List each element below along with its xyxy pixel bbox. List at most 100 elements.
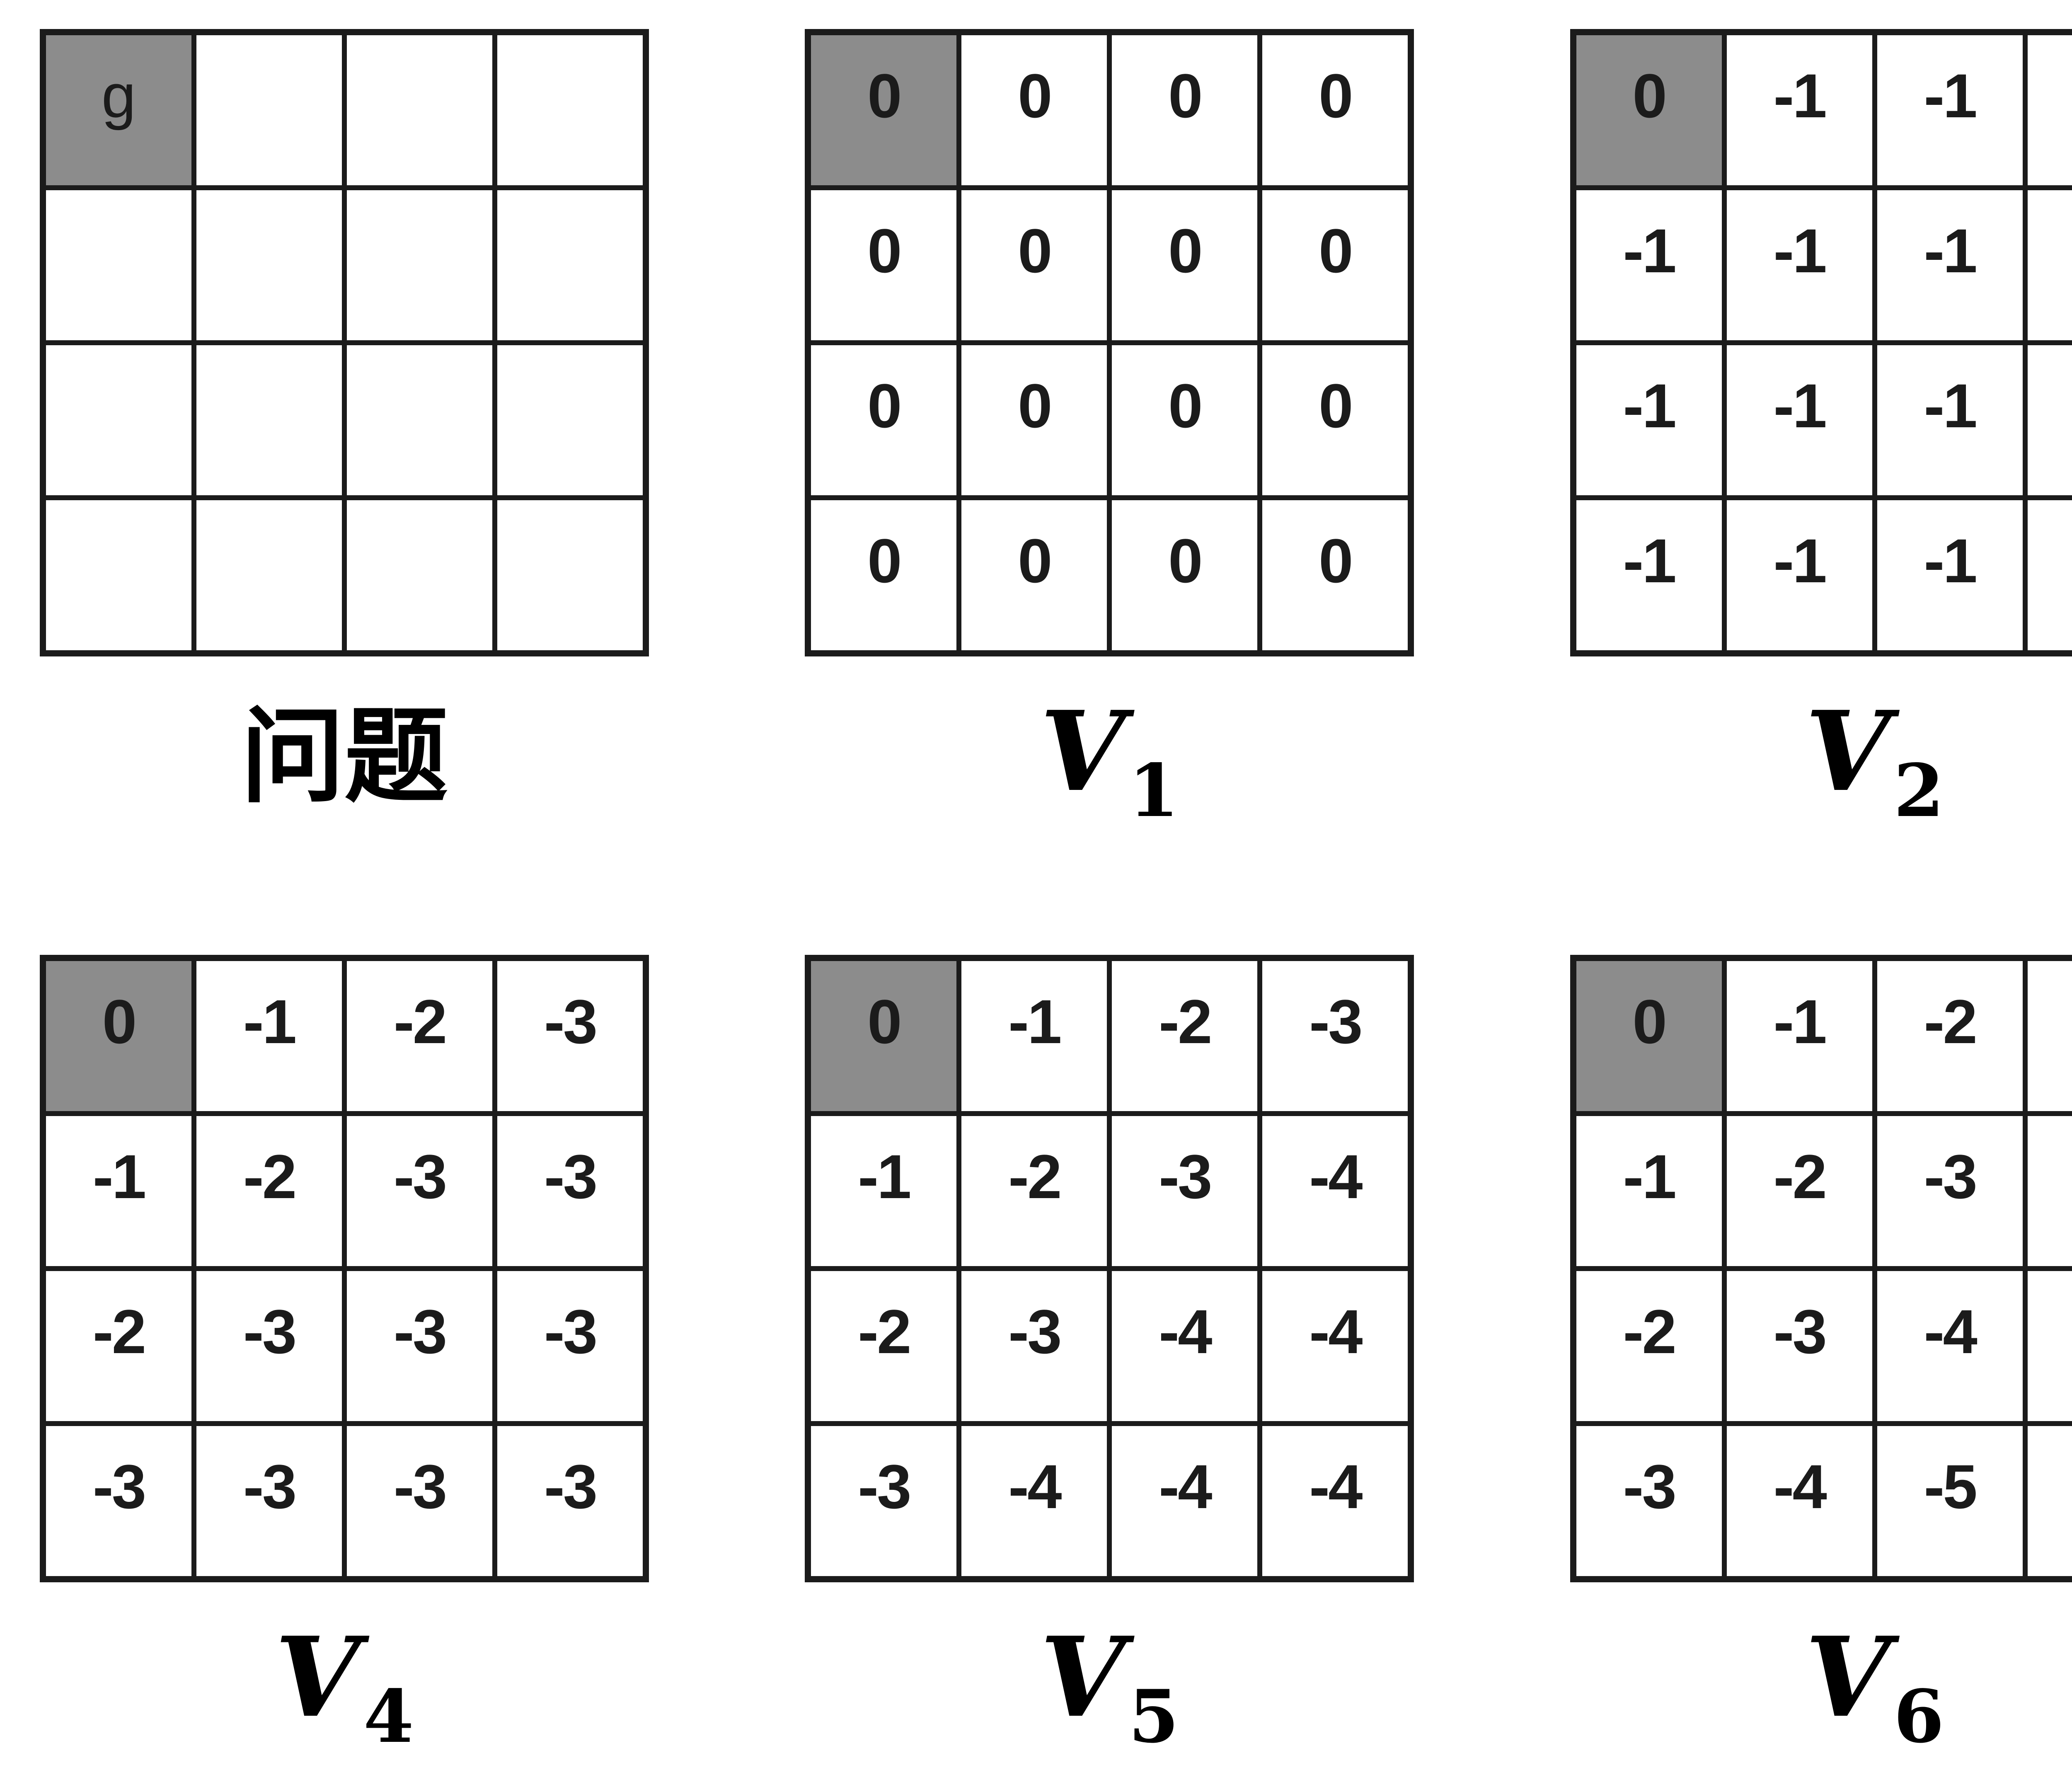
- grid-cell-v5-r3c2: -4: [1109, 1424, 1260, 1579]
- grid-cell-problem-r1c2: [344, 188, 495, 343]
- grid-cell-problem-r3c2: [344, 498, 495, 653]
- grid-cell-problem-r1c0: [44, 188, 194, 343]
- grid-unit-problem: g 问题: [40, 29, 649, 831]
- grid-cell-v2-r0c1: -1: [1724, 33, 1875, 188]
- grid-cell-v4-r2c1: -3: [194, 1269, 344, 1424]
- grid-cell-v5-r0c1: -1: [959, 959, 1110, 1114]
- grid-cell-v5-r1c3: -4: [1260, 1114, 1411, 1269]
- grid-cell-v2-r2c3: -1: [2025, 343, 2072, 498]
- grid-cell-v6-r1c3: -4: [2025, 1114, 2072, 1269]
- grid-cell-v4-r1c1: -2: [194, 1114, 344, 1269]
- grid-cell-v6-r2c2: -4: [1874, 1269, 2025, 1424]
- grid-cell-v5-r1c0: -1: [808, 1114, 959, 1269]
- grid-cell-v1-r1c1: 0: [959, 188, 1110, 343]
- grid-cell-v5-r2c1: -3: [959, 1269, 1110, 1424]
- grid-cell-v6-r2c3: -5: [2025, 1269, 2072, 1424]
- grid-cell-v1-r1c2: 0: [1109, 188, 1260, 343]
- grid-cell-problem-r1c1: [194, 188, 344, 343]
- grid-cell-v5-r1c1: -2: [959, 1114, 1110, 1269]
- grid-cell-v4-r1c0: -1: [44, 1114, 194, 1269]
- label-symbol-v5: V: [1040, 1613, 1126, 1742]
- grid-cell-problem-r2c2: [344, 343, 495, 498]
- label-subscript-v6: 6: [1893, 1674, 1944, 1759]
- label-symbol-v2: V: [1805, 687, 1890, 816]
- grid-cell-v1-r2c1: 0: [959, 343, 1110, 498]
- grid-cell-problem-r2c0: [44, 343, 194, 498]
- grid-unit-v6: 0-1-2-3-1-2-3-4-2-3-4-5-3-4-5-5 V6: [1570, 955, 2072, 1760]
- label-symbol-v4: V: [275, 1613, 360, 1742]
- grid-cell-v2-r1c1: -1: [1724, 188, 1875, 343]
- grid-cell-v1-r2c3: 0: [1260, 343, 1411, 498]
- grid-cell-problem-r1c3: [495, 188, 645, 343]
- grid-cell-v4-r1c2: -3: [344, 1114, 495, 1269]
- grid-cell-v4-r0c0: 0: [44, 959, 194, 1114]
- grid-cell-problem-r3c0: [44, 498, 194, 653]
- grid-cell-v1-r0c3: 0: [1260, 33, 1411, 188]
- grid-cell-v1-r1c3: 0: [1260, 188, 1411, 343]
- label-subscript-v4: 4: [363, 1674, 414, 1759]
- grid-v4: 0-1-2-3-1-2-3-3-2-3-3-3-3-3-3-3: [40, 955, 649, 1582]
- label-subscript-v5: 5: [1128, 1674, 1179, 1759]
- label-text-problem: 问题: [241, 695, 448, 817]
- grid-cell-v6-r2c0: -2: [1573, 1269, 1724, 1424]
- grid-cell-v5-r2c0: -2: [808, 1269, 959, 1424]
- grid-cell-v6-r3c0: -3: [1573, 1424, 1724, 1579]
- grid-cell-v5-r0c2: -2: [1109, 959, 1260, 1114]
- grid-cell-v2-r3c0: -1: [1573, 498, 1724, 653]
- grid-problem: g: [40, 29, 649, 656]
- grid-cell-v1-r3c2: 0: [1109, 498, 1260, 653]
- grid-cell-v4-r0c2: -2: [344, 959, 495, 1114]
- grid-cell-v6-r2c1: -3: [1724, 1269, 1875, 1424]
- label-symbol-v1: V: [1040, 687, 1126, 816]
- grid-cell-problem-r3c3: [495, 498, 645, 653]
- grid-cell-v5-r0c0: 0: [808, 959, 959, 1114]
- grid-cell-v2-r0c3: -1: [2025, 33, 2072, 188]
- grid-cell-v1-r3c3: 0: [1260, 498, 1411, 653]
- grid-cell-v4-r3c3: -3: [495, 1424, 645, 1579]
- grid-cell-v5-r1c2: -3: [1109, 1114, 1260, 1269]
- grid-cell-v5-r3c3: -4: [1260, 1424, 1411, 1579]
- grid-cell-v4-r1c3: -3: [495, 1114, 645, 1269]
- grid-cell-v4-r2c2: -3: [344, 1269, 495, 1424]
- grid-cell-v4-r0c1: -1: [194, 959, 344, 1114]
- grid-cell-v4-r2c0: -2: [44, 1269, 194, 1424]
- grid-cell-v6-r3c3: -5: [2025, 1424, 2072, 1579]
- grid-cell-problem-r0c0: g: [44, 33, 194, 188]
- grid-cell-problem-r3c1: [194, 498, 344, 653]
- grid-cell-v5-r0c3: -3: [1260, 959, 1411, 1114]
- grid-cell-v2-r1c0: -1: [1573, 188, 1724, 343]
- grid-cell-problem-r0c3: [495, 33, 645, 188]
- grid-cell-v1-r0c0: 0: [808, 33, 959, 188]
- grid-cell-v4-r3c2: -3: [344, 1424, 495, 1579]
- grid-cell-problem-r0c2: [344, 33, 495, 188]
- grid-cell-v1-r3c0: 0: [808, 498, 959, 653]
- grid-cell-problem-r2c1: [194, 343, 344, 498]
- grid-cell-v2-r1c3: -1: [2025, 188, 2072, 343]
- grid-cell-problem-r2c3: [495, 343, 645, 498]
- label-symbol-v6: V: [1805, 1613, 1890, 1742]
- grid-v6: 0-1-2-3-1-2-3-4-2-3-4-5-3-4-5-5: [1570, 955, 2072, 1582]
- grid-cell-v1-r0c1: 0: [959, 33, 1110, 188]
- grid-cell-v4-r0c3: -3: [495, 959, 645, 1114]
- grid-cell-v2-r2c1: -1: [1724, 343, 1875, 498]
- grid-cell-v2-r3c3: -1: [2025, 498, 2072, 653]
- grid-cell-v2-r2c0: -1: [1573, 343, 1724, 498]
- grid-cell-v6-r0c3: -3: [2025, 959, 2072, 1114]
- grid-cell-v1-r2c2: 0: [1109, 343, 1260, 498]
- grid-label-problem: 问题: [241, 694, 448, 831]
- grid-cell-v4-r3c1: -3: [194, 1424, 344, 1579]
- grid-cell-v2-r0c2: -1: [1874, 33, 2025, 188]
- grid-cell-v1-r3c1: 0: [959, 498, 1110, 653]
- grid-cell-v6-r3c1: -4: [1724, 1424, 1875, 1579]
